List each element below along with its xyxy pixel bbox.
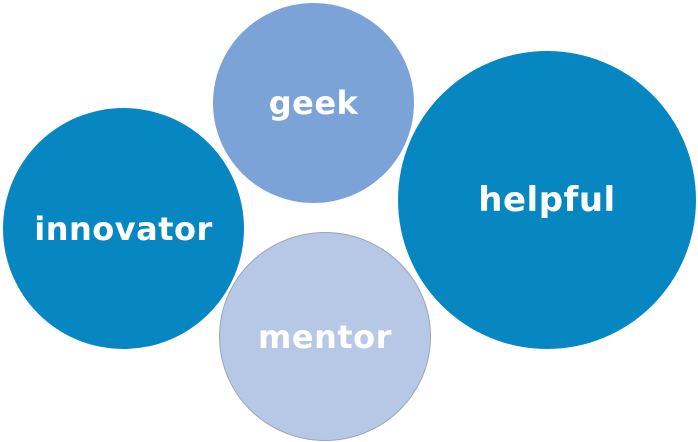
bubble-geek: geek <box>213 3 414 203</box>
bubble-mentor-label: mentor <box>258 317 392 356</box>
bubble-innovator: innovator <box>3 108 244 349</box>
bubble-helpful-label: helpful <box>478 180 616 220</box>
bubble-innovator-label: innovator <box>34 209 213 248</box>
bubble-helpful: helpful <box>398 51 696 349</box>
bubble-geek-label: geek <box>268 84 359 122</box>
bubble-mentor: mentor <box>219 232 431 441</box>
